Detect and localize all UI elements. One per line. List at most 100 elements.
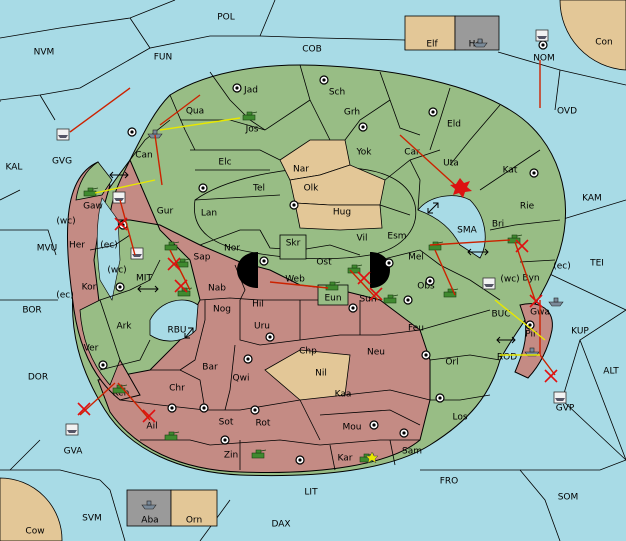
region-label-eun: Eun	[324, 294, 341, 304]
region-label-ost: Ost	[316, 258, 332, 268]
region-ver[interactable]	[79, 299, 121, 386]
supply-center-dot	[438, 396, 442, 400]
fleet-unit-icon[interactable]	[482, 277, 496, 290]
order-arrow	[79, 382, 116, 416]
region-label-chr: Chr	[169, 384, 185, 394]
box-elf[interactable]	[404, 15, 456, 51]
region-label-gur: Gur	[157, 207, 174, 217]
army-unit-icon[interactable]	[242, 111, 258, 121]
supply-center-dot	[292, 203, 296, 207]
region-gwa[interactable]	[514, 303, 553, 379]
fleet-unit-icon[interactable]	[56, 128, 70, 141]
region-skr[interactable]	[279, 234, 307, 260]
region-cow[interactable]	[0, 477, 63, 541]
box-label-orn: Orn	[186, 516, 202, 526]
region-label-con: Con	[595, 38, 613, 48]
tunnel-west	[237, 252, 258, 288]
coast-tag: (wc)	[56, 217, 75, 227]
region-label-grh: Grh	[344, 108, 360, 118]
region-label-mvu: MVU	[37, 244, 58, 254]
support-line	[494, 299, 546, 341]
region-label-lan: Lan	[201, 209, 217, 219]
region-label-cow: Cow	[25, 527, 44, 537]
region-label-tel: Tel	[252, 184, 265, 194]
region-con[interactable]	[559, 0, 626, 71]
sea-mvu-inlet	[96, 197, 121, 301]
supply-center-dot	[246, 357, 250, 361]
sea-rbu[interactable]	[149, 299, 199, 342]
x-mark	[357, 271, 371, 285]
army-unit-icon[interactable]	[164, 431, 180, 441]
supply-center-dot	[528, 323, 532, 327]
region-label-sam: Sam	[402, 447, 422, 457]
region-label-sun: Sun	[359, 295, 376, 305]
region-label-qwi: Qwi	[233, 374, 250, 384]
region-label-byn: Byn	[522, 274, 539, 284]
army-unit-icon[interactable]	[164, 241, 180, 251]
fleet-unit-icon[interactable]	[141, 500, 157, 510]
region-label-obs: Obs	[417, 282, 435, 292]
x-mark	[529, 294, 543, 308]
region-label-zin: Zin	[224, 451, 238, 461]
region-label-chp: Chp	[299, 347, 317, 357]
region-label-kat: Kat	[503, 166, 518, 176]
army-unit-icon[interactable]	[383, 294, 399, 304]
support-lines	[94, 117, 546, 356]
region-label-uru: Uru	[254, 322, 270, 332]
order-arrow	[119, 199, 136, 256]
region-label-rie: Rie	[520, 202, 535, 212]
region-label-nil: Nil	[315, 369, 327, 379]
region-label-ken: Ken	[113, 389, 130, 399]
region-label-bor: BOR	[22, 306, 41, 316]
fleet-unit-icon[interactable]	[535, 29, 549, 42]
fleet-unit-icon[interactable]	[472, 38, 488, 48]
fleet-unit-icon[interactable]	[553, 391, 567, 404]
unit-markers	[56, 29, 567, 510]
coast-tag: (ec)	[56, 291, 74, 301]
region-label-nvm: NVM	[34, 48, 55, 58]
region-label-esm: Esm	[387, 232, 406, 242]
supply-center-dot	[541, 43, 545, 47]
region-nil[interactable]	[264, 349, 351, 401]
region-hug[interactable]	[294, 202, 383, 231]
region-label-eld: Eld	[447, 120, 461, 130]
region-label-mit: MIT	[136, 274, 152, 284]
army-unit-icon[interactable]	[83, 187, 99, 197]
fleet-unit-icon[interactable]	[112, 191, 126, 204]
supply-center-dot	[298, 458, 302, 462]
fleet-unit-icon[interactable]	[65, 423, 79, 436]
fleet-unit-icon[interactable]	[130, 247, 144, 260]
region-label-mou: Mou	[343, 423, 362, 433]
army-unit-icon[interactable]	[175, 258, 191, 268]
region-label-kal: KAL	[6, 163, 23, 173]
region-label-cob: COB	[302, 45, 322, 55]
fleet-unit-icon[interactable]	[548, 297, 564, 307]
supply-center-dot	[201, 186, 205, 190]
region-label-bri: Bri	[492, 220, 504, 230]
x-mark	[114, 217, 128, 231]
x-mark	[544, 369, 558, 383]
army-unit-icon[interactable]	[251, 449, 267, 459]
order-arrow	[434, 249, 456, 296]
region-label-orl: Orl	[445, 358, 458, 368]
army-unit-icon[interactable]	[347, 264, 363, 274]
order-arrow	[269, 281, 329, 289]
supply-center-dot	[402, 431, 406, 435]
box-orn[interactable]	[170, 489, 218, 527]
coast-tag: (ec)	[100, 241, 118, 251]
coast-tag: (ec)	[553, 262, 571, 272]
region-gaw[interactable]	[75, 161, 113, 201]
region-label-feu: Feu	[408, 324, 424, 334]
failed-order-marks	[77, 217, 558, 423]
region-label-nor: Nor	[224, 244, 240, 254]
x-mark	[515, 239, 529, 253]
x-mark	[77, 402, 91, 416]
region-label-sot: Sot	[219, 418, 234, 428]
x-mark	[142, 409, 156, 423]
region-label-ail: Ail	[146, 422, 157, 432]
region-label-dor: DOR	[28, 373, 48, 383]
region-label-ark: Ark	[116, 322, 132, 332]
region-label-nom: NOM	[533, 54, 555, 64]
